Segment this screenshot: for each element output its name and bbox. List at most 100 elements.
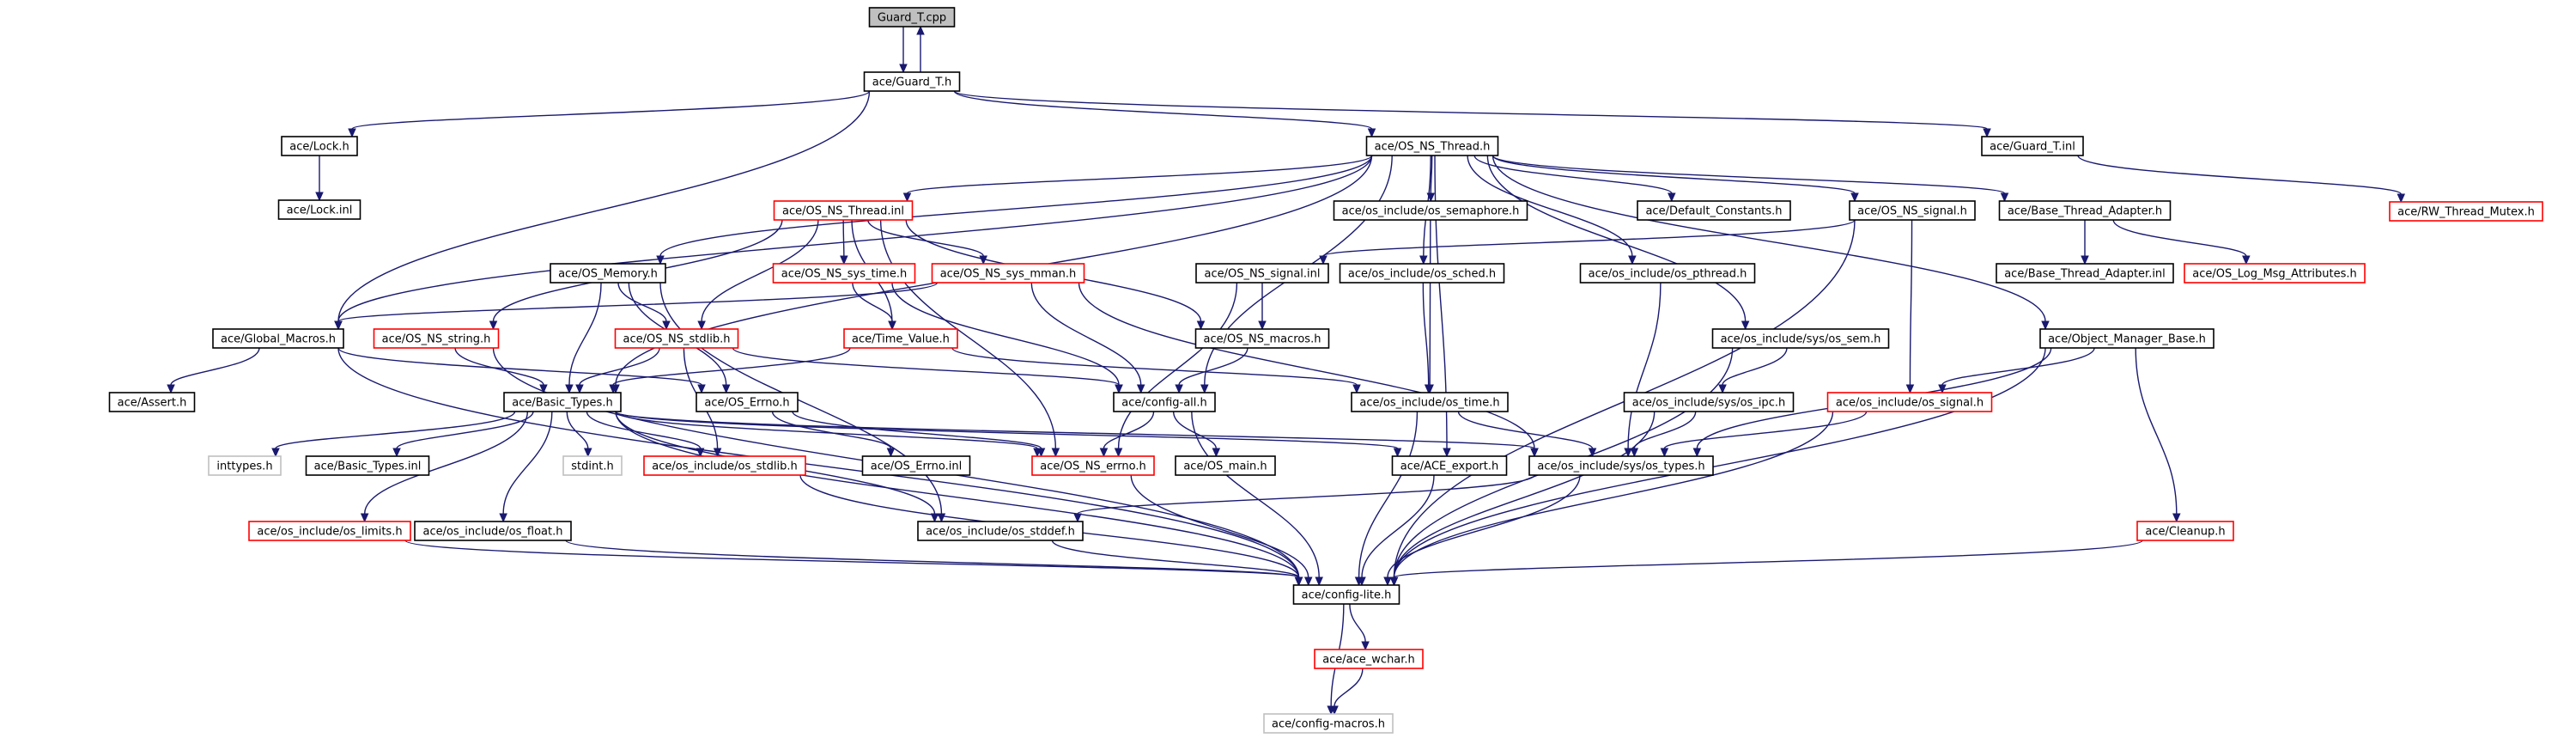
node-os-ns-string[interactable]: ace/OS_NS_string.h bbox=[373, 328, 500, 349]
node-object-manager-base[interactable]: ace/Object_Manager_Base.h bbox=[2039, 328, 2215, 349]
node-os-stddef[interactable]: ace/os_include/os_stddef.h bbox=[917, 521, 1084, 541]
node-label: ace/OS_NS_signal.inl bbox=[1204, 268, 1320, 281]
node-ace-wchar[interactable]: ace/ace_wchar.h bbox=[1314, 649, 1424, 669]
node-os-ns-thread-inl[interactable]: ace/OS_NS_Thread.inl bbox=[773, 200, 914, 221]
node-box bbox=[861, 455, 971, 476]
edge-line bbox=[1909, 219, 1913, 386]
node-os-stdlib[interactable]: ace/os_include/os_stdlib.h bbox=[643, 455, 806, 476]
node-base-thread-adapter[interactable]: ace/Base_Thread_Adapter.h bbox=[1998, 200, 2172, 221]
arrowhead bbox=[1424, 384, 1433, 394]
edge-line bbox=[953, 90, 1988, 130]
node-os-ns-sys-time[interactable]: ace/OS_NS_sys_time.h bbox=[772, 263, 916, 284]
node-os-sched[interactable]: ace/os_include/os_sched.h bbox=[1339, 263, 1505, 284]
node-os-semaphore[interactable]: ace/os_include/os_semaphore.h bbox=[1333, 200, 1528, 221]
node-box bbox=[2389, 201, 2543, 222]
node-os-limits[interactable]: ace/os_include/os_limits.h bbox=[248, 521, 411, 541]
arrowhead bbox=[1099, 448, 1109, 458]
node-sys-os-types[interactable]: ace/os_include/sys/os_types.h bbox=[1528, 455, 1714, 476]
node-assert-h[interactable]: ace/Assert.h bbox=[108, 392, 196, 412]
edge-line bbox=[275, 411, 516, 449]
arrowhead bbox=[2041, 320, 2050, 331]
node-sys-os-ipc[interactable]: ace/os_include/sys/os_ipc.h bbox=[1623, 392, 1795, 412]
node-box bbox=[1579, 263, 1756, 284]
node-os-ns-stdlib-h[interactable]: ace/OS_NS_stdlib.h bbox=[614, 328, 739, 349]
node-config-macros[interactable]: ace/config-macros.h bbox=[1263, 713, 1394, 734]
node-inttypes[interactable]: inttypes.h bbox=[208, 455, 282, 476]
edge-guard-cpp-to-guard-h bbox=[899, 27, 908, 74]
edge-sys-os-sem-to-sys-os-ipc bbox=[1718, 347, 1788, 394]
node-rw-mutex[interactable]: ace/RW_Thread_Mutex.h bbox=[2389, 201, 2543, 222]
arrowhead bbox=[609, 384, 617, 394]
node-os-ns-macros[interactable]: ace/OS_NS_macros.h bbox=[1194, 328, 1330, 349]
node-box bbox=[1175, 455, 1276, 476]
arrowhead bbox=[334, 320, 343, 331]
node-time-value[interactable]: ace/Time_Value.h bbox=[843, 328, 958, 349]
edge-os-ns-sys-time-to-time-value bbox=[852, 282, 896, 331]
node-box bbox=[1849, 200, 1976, 221]
edge-line bbox=[906, 155, 1373, 194]
node-basic-types-h[interactable]: ace/Basic_Types.h bbox=[503, 392, 622, 412]
node-os-main[interactable]: ace/OS_main.h bbox=[1175, 455, 1276, 476]
arrowhead bbox=[1136, 384, 1145, 394]
node-os-pthread[interactable]: ace/os_include/os_pthread.h bbox=[1579, 263, 1756, 284]
node-label: ace/ACE_export.h bbox=[1400, 460, 1498, 473]
node-os-ns-errno[interactable]: ace/OS_NS_errno.h bbox=[1031, 455, 1155, 476]
arrowhead bbox=[1530, 448, 1539, 458]
edge-line bbox=[579, 347, 660, 386]
arrowhead bbox=[392, 448, 401, 458]
arrowhead bbox=[1850, 192, 1859, 203]
edge-line bbox=[792, 411, 1042, 449]
node-box bbox=[212, 328, 344, 349]
edge-line bbox=[2135, 347, 2178, 515]
node-os-log-msg[interactable]: ace/OS_Log_Msg_Attributes.h bbox=[2184, 263, 2366, 284]
node-os-ns-thread-h[interactable]: ace/OS_NS_Thread.h bbox=[1365, 136, 1499, 156]
node-config-all[interactable]: ace/config-all.h bbox=[1113, 392, 1216, 412]
edge-line bbox=[1361, 474, 1435, 578]
node-stdint[interactable]: stdint.h bbox=[562, 455, 623, 476]
node-label: ace/os_include/sys/os_sem.h bbox=[1721, 333, 1881, 346]
node-basic-types-inl[interactable]: ace/Basic_Types.inl bbox=[305, 455, 430, 476]
arrowhead bbox=[2242, 255, 2251, 265]
node-label: stdint.h bbox=[571, 460, 613, 473]
edge-line bbox=[852, 282, 893, 322]
node-sys-os-sem[interactable]: ace/os_include/sys/os_sem.h bbox=[1711, 328, 1890, 349]
edge-base-thread-adapter-to-base-thread-adapter-inl bbox=[2081, 219, 2089, 265]
node-box bbox=[1195, 263, 1329, 284]
node-label: ace/Base_Thread_Adapter.h bbox=[2008, 205, 2162, 218]
node-os-errno-h[interactable]: ace/OS_Errno.h bbox=[696, 392, 799, 412]
edge-lock-h-to-lock-inl bbox=[315, 156, 324, 202]
node-label: ace/RW_Thread_Mutex.h bbox=[2397, 206, 2535, 219]
node-guard-h[interactable]: ace/Guard_T.h bbox=[863, 71, 961, 92]
arrowhead bbox=[697, 384, 706, 394]
node-config-lite[interactable]: ace/config-lite.h bbox=[1292, 584, 1400, 605]
node-os-time[interactable]: ace/os_include/os_time.h bbox=[1351, 392, 1509, 412]
node-os-ns-sys-mman[interactable]: ace/OS_NS_sys_mman.h bbox=[931, 263, 1085, 284]
edge-line bbox=[1322, 219, 1856, 257]
node-ace-export[interactable]: ace/ACE_export.h bbox=[1391, 455, 1508, 476]
node-os-ns-signal-inl[interactable]: ace/OS_NS_signal.inl bbox=[1195, 263, 1329, 284]
node-lock-h[interactable]: ace/Lock.h bbox=[281, 136, 358, 156]
node-label: ace/Default_Constants.h bbox=[1645, 205, 1782, 218]
node-os-ns-signal-h[interactable]: ace/OS_NS_signal.h bbox=[1849, 200, 1976, 221]
node-global-macros[interactable]: ace/Global_Macros.h bbox=[212, 328, 344, 349]
node-label: ace/OS_Memory.h bbox=[558, 268, 658, 281]
node-base-thread-adapter-inl[interactable]: ace/Base_Thread_Adapter.inl bbox=[1996, 263, 2174, 284]
node-label: ace/os_include/os_signal.h bbox=[1836, 397, 1984, 410]
node-os-errno-inl[interactable]: ace/OS_Errno.inl bbox=[861, 455, 971, 476]
edge-line bbox=[586, 411, 702, 449]
arrowhead bbox=[1319, 255, 1327, 265]
node-lock-inl[interactable]: ace/Lock.inl bbox=[277, 199, 361, 220]
node-box bbox=[863, 71, 961, 92]
edge-global-macros-to-os-errno-h bbox=[337, 347, 706, 394]
node-guard-inl[interactable]: ace/Guard_T.inl bbox=[1981, 136, 2084, 156]
node-cleanup[interactable]: ace/Cleanup.h bbox=[2136, 521, 2234, 541]
edge-line bbox=[1030, 282, 1142, 386]
node-os-memory[interactable]: ace/OS_Memory.h bbox=[550, 263, 666, 284]
node-os-signal[interactable]: ace/os_include/os_signal.h bbox=[1826, 392, 1993, 412]
node-default-constants[interactable]: ace/Default_Constants.h bbox=[1637, 200, 1791, 221]
edge-os-ns-sys-mman-to-config-all bbox=[1030, 282, 1145, 394]
node-box bbox=[1981, 136, 2084, 156]
arrowhead bbox=[2172, 513, 2181, 523]
node-os-float[interactable]: ace/os_include/os_float.h bbox=[414, 521, 572, 541]
edge-cleanup-to-config-lite bbox=[1389, 540, 2143, 587]
